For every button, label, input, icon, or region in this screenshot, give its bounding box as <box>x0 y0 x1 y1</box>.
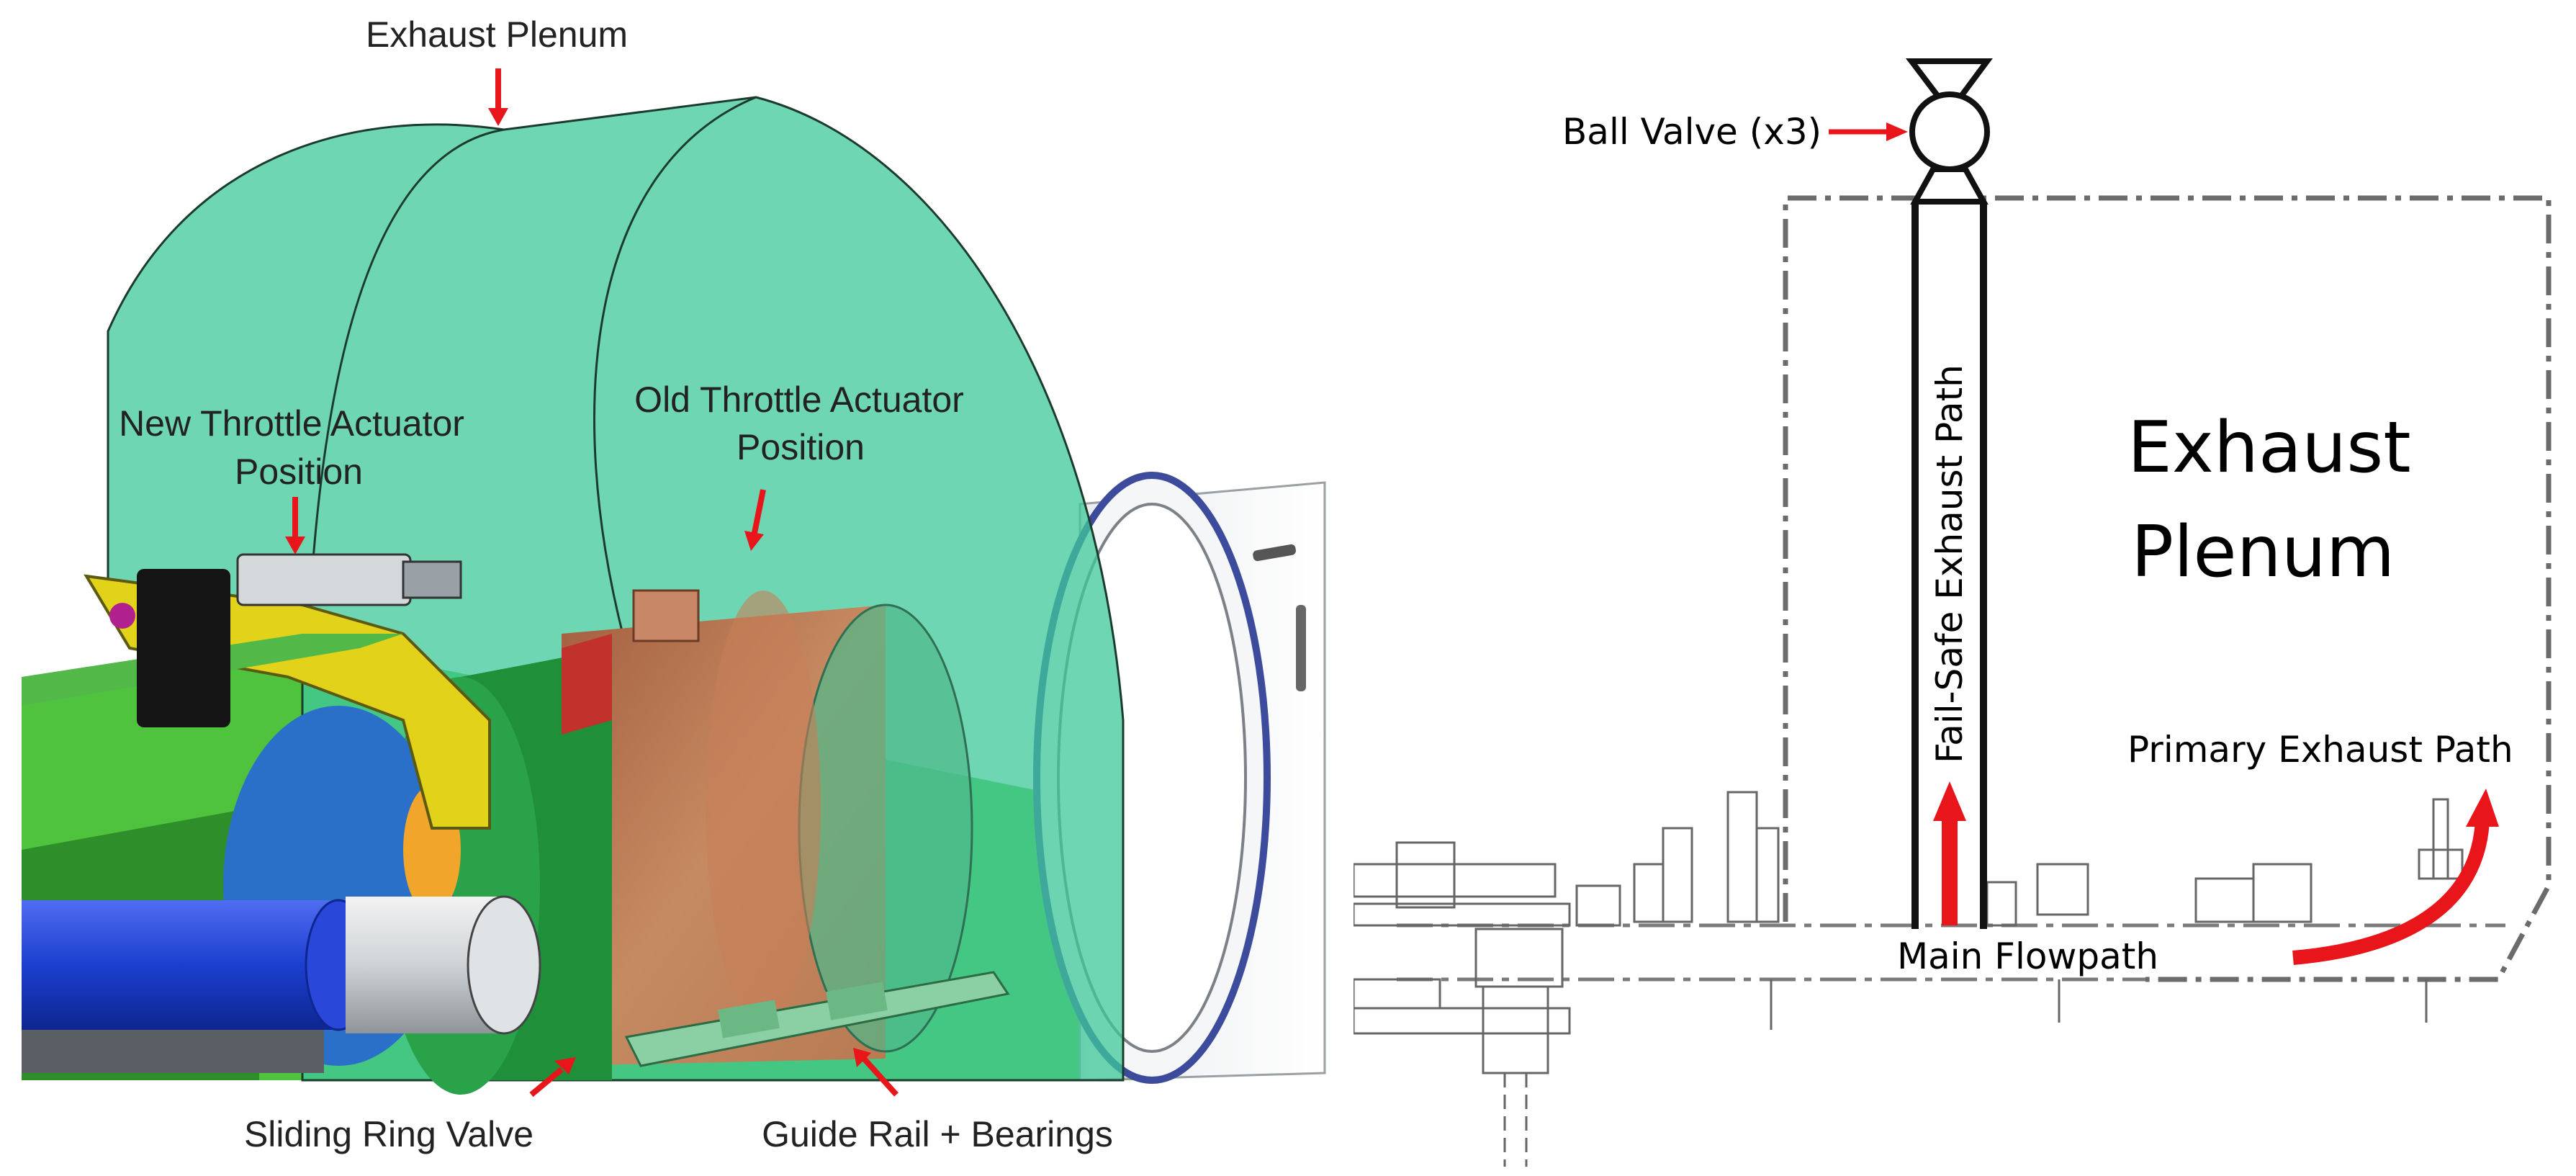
label-primary: Primary Exhaust Path <box>2127 729 2513 771</box>
blue-shaft <box>22 895 541 1073</box>
arrow-ball-valve-head <box>1886 122 1908 141</box>
label-new-throttle-line1: New Throttle Actuator <box>119 403 464 444</box>
plenum-boundary <box>1783 195 2552 982</box>
guide-rail <box>624 971 1010 1067</box>
arrow-primary <box>2292 820 2490 965</box>
label-fail-safe: Fail-Safe Exhaust Path <box>1929 364 1971 763</box>
flow-arrows <box>1829 122 2499 965</box>
label-exhaust-plenum: Exhaust Plenum <box>366 14 628 55</box>
arrow-guide-rail <box>862 1056 899 1097</box>
arrow-guide-rail-head <box>853 1048 871 1067</box>
arrow-new-throttle-head <box>285 537 305 555</box>
arrow-sliding-ring-head <box>554 1057 576 1074</box>
cad-rendering: Exhaust Plenum New Throttle Actuator Pos… <box>22 14 1326 1154</box>
throttle-actuator-assembly <box>22 553 491 830</box>
ball-valve-icon <box>1905 58 1993 205</box>
label-new-throttle-line2: Position <box>235 452 363 492</box>
label-plenum-line1: Exhaust <box>2127 407 2411 489</box>
schematic-diagram: Ball Valve (x3) Exhaust Plenum Fail-Safe… <box>1354 58 2552 1167</box>
label-main-flow: Main Flowpath <box>1897 935 2158 977</box>
left-hardware-sketch <box>1354 827 2428 1167</box>
cad-rendering-panel: Exhaust Plenum New Throttle Actuator Pos… <box>22 14 1326 1154</box>
callout-arrows <box>285 68 899 1098</box>
label-sliding-ring-valve: Sliding Ring Valve <box>244 1114 533 1154</box>
arrow-primary-head <box>2466 789 2499 827</box>
arrow-old-throttle <box>752 489 766 534</box>
schematic-panel: Ball Valve (x3) Exhaust Plenum Fail-Safe… <box>1354 0 2576 1176</box>
label-old-throttle-line1: Old Throttle Actuator <box>634 380 964 420</box>
arrow-sliding-ring <box>529 1067 564 1098</box>
label-guide-rail: Guide Rail + Bearings <box>762 1114 1113 1154</box>
arrow-old-throttle-head <box>744 531 764 551</box>
label-old-throttle-line2: Position <box>737 427 865 467</box>
label-ball-valve: Ball Valve (x3) <box>1562 111 1821 153</box>
arrow-fail-safe-head <box>1933 781 1966 821</box>
right-hardware-sketch <box>1726 791 2464 927</box>
label-plenum-line2: Plenum <box>2131 511 2395 593</box>
copper-cylinder <box>562 589 973 1066</box>
fail-safe-pipe <box>1911 202 1987 929</box>
arrow-exhaust-plenum-head <box>488 108 508 126</box>
